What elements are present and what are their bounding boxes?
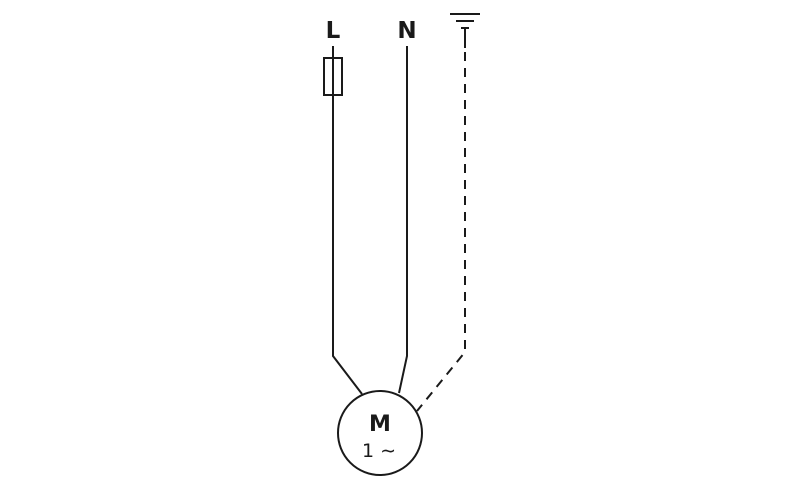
line-conductor-wire xyxy=(332,46,363,395)
label-line-L: L xyxy=(326,18,341,44)
fuse-symbol xyxy=(323,57,343,96)
label-motor-M: M xyxy=(369,412,391,437)
label-neutral-N: N xyxy=(397,18,416,44)
ground-conductor-dashed-wire xyxy=(416,52,466,412)
diagram-strokes xyxy=(323,13,480,476)
neutral-conductor-wire xyxy=(398,46,408,394)
motor-circle xyxy=(337,390,423,476)
diagram-labels: L N M 1 ∼ xyxy=(326,18,417,462)
label-motor-phase: 1 ∼ xyxy=(362,440,396,462)
